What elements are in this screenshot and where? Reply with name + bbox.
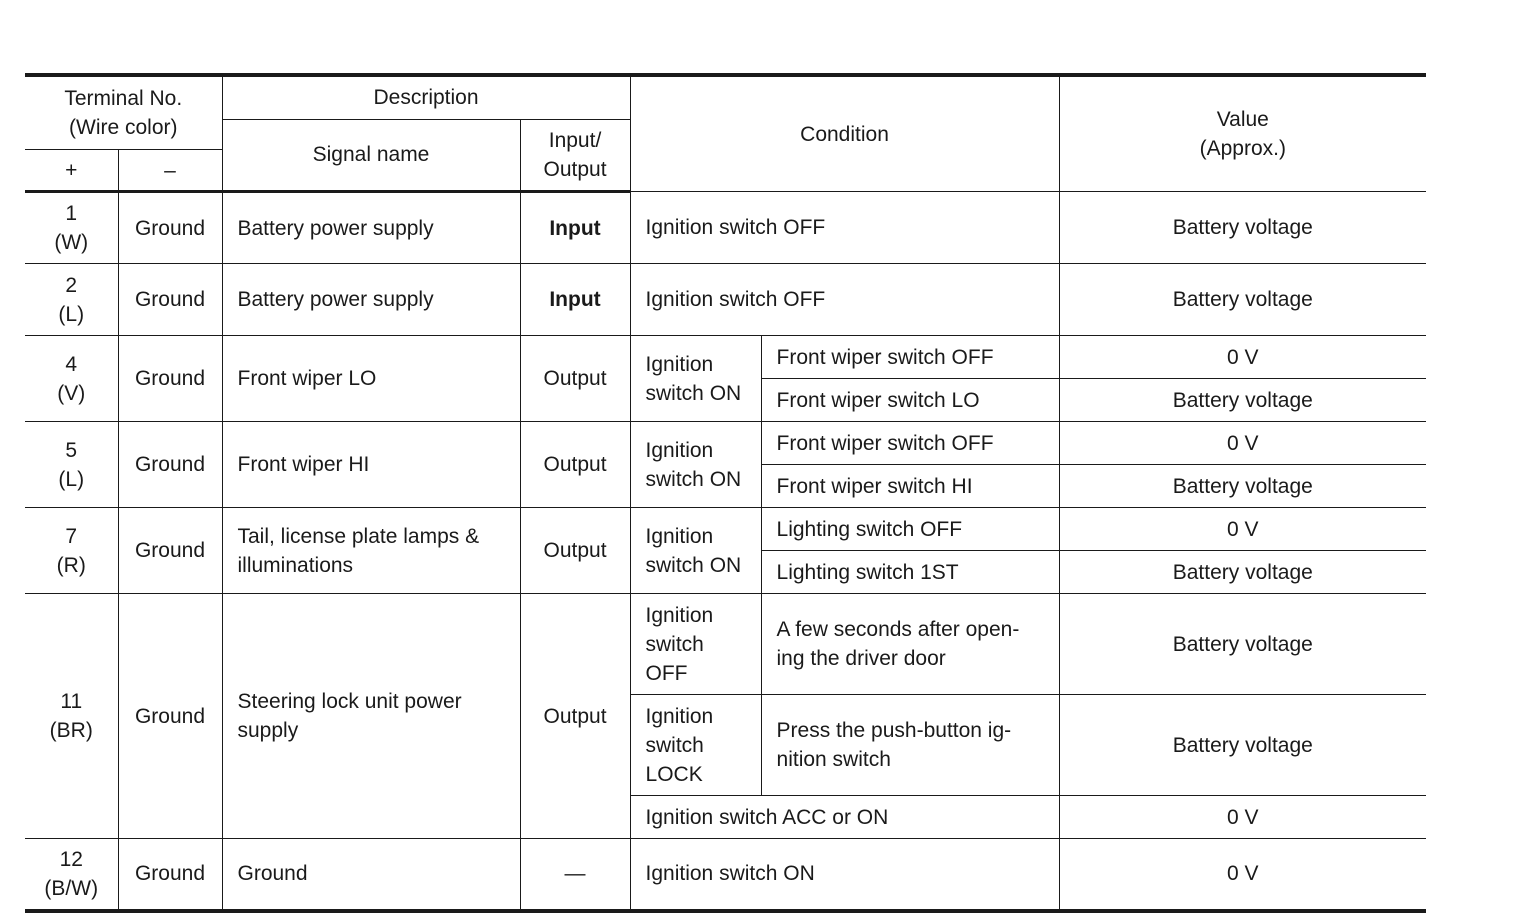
header-signal-name: Signal name (222, 118, 521, 193)
terminal-cell: 11 (BR) (25, 593, 119, 839)
terminal-table: Terminal No. (Wire color) Description Co… (25, 73, 1427, 913)
condition-group-cell: Ignition switch ON (629, 335, 762, 422)
signal-name-cell: Tail, license plate lamps & illumination… (221, 507, 521, 594)
header-value: Value (Approx.) (1058, 73, 1427, 192)
value-cell: Battery voltage (1058, 263, 1427, 336)
table-row: 4 (V) Ground Front wiper LO Output Ignit… (25, 335, 1427, 422)
value-cell: 0 V (1058, 507, 1427, 551)
io-cell: Output (519, 593, 631, 839)
header-minus: – (117, 149, 223, 193)
minus-cell: Ground (117, 421, 223, 508)
header-terminal-no: Terminal No. (Wire color) (25, 73, 223, 150)
table-row: Front wiper switch HI Battery voltage (25, 464, 1427, 508)
header-plus: + (25, 149, 119, 193)
value-cell: 0 V (1058, 838, 1427, 913)
signal-name-cell: Front wiper HI (221, 421, 521, 508)
condition-sub-cell: Front wiper switch LO (761, 378, 1060, 422)
condition-cell: Ignition switch OFF (629, 191, 1060, 264)
header-input-output: Input/ Output (519, 118, 631, 193)
minus-cell: Ground (117, 263, 223, 336)
terminal-cell: 7 (R) (25, 507, 119, 594)
io-cell: Input (519, 263, 631, 336)
table-row: Ignition switch LOCK Press the push-butt… (25, 694, 1427, 796)
table-row: 12 (B/W) Ground Ground — Ignition switch… (25, 838, 1427, 913)
table-row: 1 (W) Ground Battery power supply Input … (25, 191, 1427, 264)
minus-cell: Ground (117, 593, 223, 839)
value-cell: Battery voltage (1058, 550, 1427, 594)
condition-cell: Ignition switch OFF (629, 263, 1060, 336)
signal-name-cell: Ground (221, 838, 521, 913)
table-row: 2 (L) Ground Battery power supply Input … (25, 263, 1427, 336)
io-cell: Output (519, 421, 631, 508)
value-cell: 0 V (1058, 795, 1427, 839)
value-cell: Battery voltage (1058, 191, 1427, 264)
condition-sub-cell: Press the push-button ig- nition switch (760, 694, 1060, 796)
table-row: 5 (L) Ground Front wiper HI Output Ignit… (25, 421, 1427, 508)
minus-cell: Ground (117, 335, 223, 422)
condition-group-cell: Ignition switch ON (629, 421, 762, 508)
signal-name-cell: Front wiper LO (221, 335, 521, 422)
condition-sub-cell: Front wiper switch OFF (760, 421, 1060, 465)
value-cell: Battery voltage (1058, 378, 1427, 422)
terminal-cell: 4 (V) (25, 335, 119, 422)
terminal-cell: 5 (L) (25, 421, 119, 508)
io-cell: Output (519, 507, 631, 594)
condition-group-cell: Ignition switch LOCK (630, 694, 762, 796)
io-cell: — (519, 838, 631, 913)
header-condition: Condition (629, 73, 1060, 192)
value-cell: Battery voltage (1058, 464, 1427, 508)
condition-sub-cell: Lighting switch 1ST (761, 550, 1060, 594)
terminal-cell: 2 (L) (25, 263, 119, 336)
condition-sub-cell: A few seconds after open- ing the driver… (760, 593, 1060, 695)
condition-cell: Ignition switch ON (629, 838, 1060, 913)
condition-sub-cell: Front wiper switch HI (761, 464, 1060, 508)
io-cell: Output (519, 335, 631, 422)
table-row: Lighting switch 1ST Battery voltage (25, 550, 1427, 594)
value-cell: Battery voltage (1058, 593, 1427, 695)
value-cell: Battery voltage (1058, 694, 1427, 796)
table-row: 7 (R) Ground Tail, license plate lamps &… (25, 507, 1427, 594)
minus-cell: Ground (117, 507, 223, 594)
table-row: Ignition switch ACC or ON 0 V (25, 795, 1427, 839)
condition-sub-cell: Front wiper switch OFF (760, 335, 1060, 379)
table-row: 11 (BR) Ground Steering lock unit power … (25, 593, 1427, 839)
signal-name-cell: Steering lock unit power supply (221, 593, 521, 839)
signal-name-cell: Battery power supply (221, 263, 521, 336)
terminal-cell: 12 (B/W) (25, 838, 119, 913)
value-cell: 0 V (1058, 335, 1427, 379)
value-cell: 0 V (1058, 421, 1427, 465)
condition-group-cell: Ignition switch OFF (629, 593, 762, 695)
terminal-cell: 1 (W) (25, 191, 119, 264)
minus-cell: Ground (117, 191, 223, 264)
condition-group-cell: Ignition switch ON (629, 507, 762, 594)
signal-name-cell: Battery power supply (221, 191, 521, 264)
header-description: Description (221, 73, 631, 120)
condition-cell: Ignition switch ACC or ON (630, 795, 1060, 839)
minus-cell: Ground (117, 838, 223, 913)
io-cell: Input (519, 191, 631, 264)
condition-sub-cell: Lighting switch OFF (760, 507, 1060, 551)
